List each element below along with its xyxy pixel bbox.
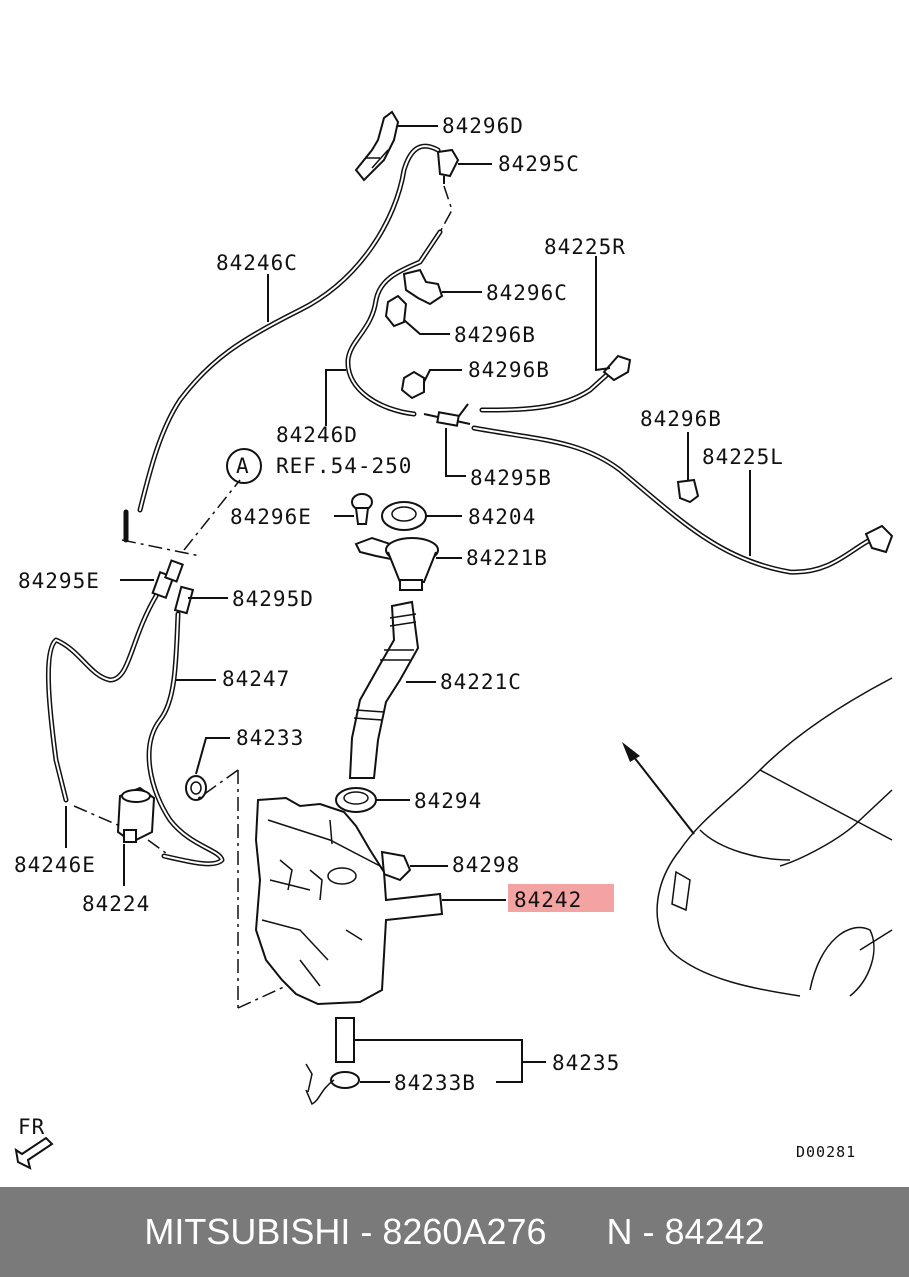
filler-neck-84221b — [354, 536, 439, 591]
connector-84295d — [173, 585, 195, 615]
label-84296b-middle: 84296B — [468, 358, 550, 382]
diagram-code: D00281 — [796, 1143, 856, 1161]
clip-84296b-middle — [400, 370, 425, 400]
label-84235: 84235 — [552, 1051, 620, 1075]
parts-diagram: 84296D 84295C 84225R 84246C 84296C 84296… — [14, 110, 894, 1170]
label-84295b: 84295B — [470, 466, 552, 490]
clip-84296b-right — [676, 478, 700, 504]
ref-text: REF.54-250 — [276, 454, 412, 478]
bracket-84296d — [354, 110, 400, 182]
label-84233b: 84233B — [394, 1071, 476, 1095]
ref-circle-letter: A — [236, 454, 250, 478]
connector-84295c — [436, 148, 460, 184]
sensor-84235 — [305, 1017, 360, 1106]
highlight-box — [508, 884, 614, 912]
grommet-84233 — [185, 775, 207, 801]
label-84296d: 84296D — [442, 114, 524, 138]
fr-label: FR — [18, 1115, 45, 1139]
nozzle-84225r — [602, 354, 632, 382]
filler-hose-84221c — [348, 600, 420, 779]
label-84295d: 84295D — [232, 587, 314, 611]
label-84246c: 84246C — [216, 251, 298, 275]
label-84204: 84204 — [468, 505, 536, 529]
label-84246e: 84246E — [14, 853, 96, 877]
label-84298: 84298 — [452, 853, 520, 877]
label-84225r: 84225R — [544, 235, 626, 259]
label-84295c: 84295C — [498, 152, 580, 176]
grommet-84298 — [380, 850, 412, 882]
label-84242: 84242 — [514, 888, 582, 912]
label-84221c: 84221C — [440, 670, 522, 694]
label-84296b-right: 84296B — [640, 407, 722, 431]
label-84225l: 84225L — [702, 445, 784, 469]
label-84295e: 84295E — [18, 569, 100, 593]
nozzle-84225l — [864, 524, 894, 554]
clip-84296c — [402, 268, 444, 306]
label-84296e: 84296E — [230, 505, 312, 529]
label-84233: 84233 — [236, 726, 304, 750]
t-connector-84295b — [423, 403, 471, 427]
label-84247: 84247 — [222, 667, 290, 691]
front-arrow-icon — [14, 1136, 54, 1170]
label-84296c: 84296C — [486, 281, 568, 305]
seal-84294 — [335, 787, 377, 813]
label-84246d: 84246D — [276, 423, 358, 447]
pump-84224 — [116, 786, 156, 844]
label-84224: 84224 — [82, 892, 150, 916]
footer-bar: MITSUBISHI - 8260A276 N - 84242 — [0, 1187, 909, 1277]
cap-84204 — [381, 501, 427, 531]
clip-84296e — [351, 493, 373, 525]
clip-84296b-upper — [384, 294, 408, 328]
ref-circle — [226, 448, 262, 484]
footer-part-info: MITSUBISHI - 8260A276 N - 84242 — [144, 1211, 765, 1252]
label-84294: 84294 — [414, 789, 482, 813]
label-84296b-upper: 84296B — [454, 323, 536, 347]
label-84221b: 84221B — [466, 546, 548, 570]
reservoir-tank-84242 — [254, 796, 444, 1006]
vehicle-sketch — [622, 677, 893, 997]
connector-84295e — [151, 559, 184, 600]
